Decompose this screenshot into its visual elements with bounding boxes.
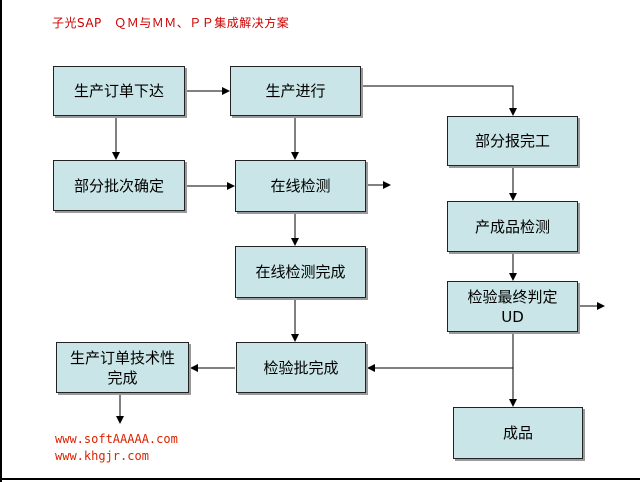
- node-final-ud: 检验最终判定 UD: [447, 281, 578, 332]
- node-partial-lot-label: 部分批次确定: [73, 176, 164, 195]
- node-finished-goods-label: 成品: [502, 424, 533, 442]
- node-finished-goods: 成品: [453, 407, 583, 459]
- node-order-release-label: 生产订单下达: [73, 82, 164, 100]
- diagram-title: 子光SAP ＱＭ与ＭＭ、ＰＰ集成解决方案: [52, 16, 290, 30]
- node-online-done: 在线检测完成: [235, 246, 366, 298]
- node-production: 生产进行: [230, 66, 361, 116]
- node-product-inspection-label: 产成品检测: [474, 217, 550, 236]
- node-order-tech-done: 生产订单技术性 完成: [56, 342, 189, 393]
- footer-url-softaaaaa: www.softAAAAA.com: [55, 432, 178, 446]
- node-partial-report: 部分报完工: [447, 116, 578, 166]
- node-online-done-label: 在线检测完成: [255, 263, 346, 281]
- node-online-inspection-label: 在线检测: [270, 177, 331, 195]
- frame-bottom-border: [0, 478, 640, 480]
- node-lot-done-label: 检验批完成: [263, 358, 339, 377]
- node-production-label: 生产进行: [265, 82, 326, 100]
- node-product-inspection: 产成品检测: [447, 201, 578, 252]
- node-online-inspection: 在线检测: [235, 160, 366, 212]
- node-final-ud-label: 检验最终判定 UD: [467, 287, 558, 326]
- edge-production-to-report: [361, 85, 517, 116]
- node-order-tech-done-label: 生产订单技术性 完成: [69, 348, 175, 387]
- node-lot-done: 检验批完成: [236, 342, 366, 393]
- footer-url-khgjr: www.khgjr.com: [55, 449, 149, 463]
- node-partial-lot: 部分批次确定: [53, 160, 185, 211]
- node-partial-report-label: 部分报完工: [474, 132, 550, 150]
- node-order-release: 生产订单下达: [53, 66, 185, 116]
- frame-left-border: [0, 0, 2, 482]
